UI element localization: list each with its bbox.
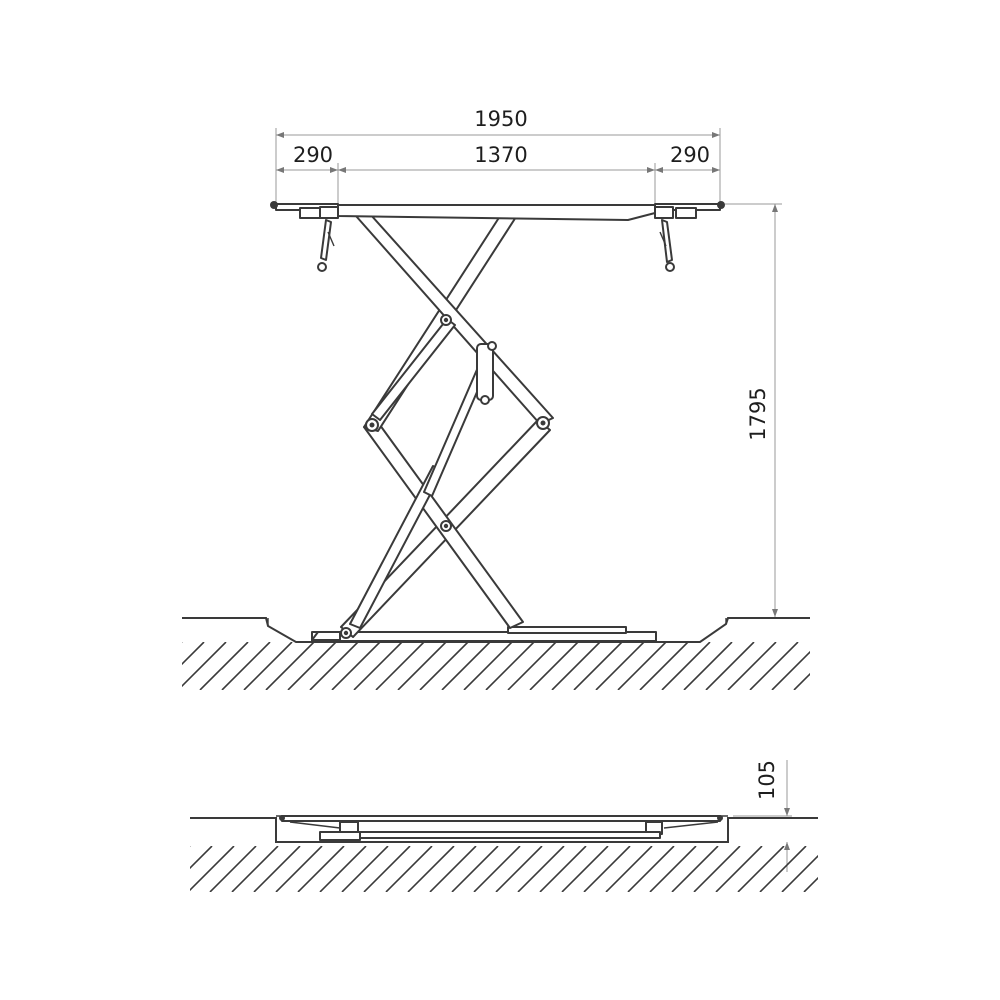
hatch-line [297, 846, 345, 892]
hatch-line [341, 846, 389, 892]
hatch-line [573, 642, 623, 690]
hatch-line [385, 846, 433, 892]
hatch-line [190, 846, 235, 892]
hatch-line [551, 642, 601, 690]
hatch-line [771, 650, 810, 690]
ground-hatch-lowered [190, 846, 818, 892]
hatch-line [617, 642, 667, 690]
platform-lowered [276, 815, 728, 841]
hatch-line [605, 846, 653, 892]
base-frame [311, 626, 657, 642]
platform-raised [276, 204, 720, 221]
pivot-pins [340, 314, 550, 639]
raised-height-label: 1795 [746, 387, 770, 440]
hatch-line [275, 846, 323, 892]
hatch-line [221, 642, 271, 690]
hatch-line [182, 642, 227, 688]
hatch-line [309, 642, 359, 690]
upper-scissor-arms [355, 212, 554, 432]
hatch-line [287, 642, 337, 690]
hatch-line [441, 642, 491, 690]
hatch-line [182, 642, 205, 666]
left-extension-arm [270, 201, 339, 272]
hatch-line [693, 846, 741, 892]
hatch-line [463, 642, 513, 690]
hatch-line [331, 642, 381, 690]
raised-lift [182, 201, 810, 690]
hatch-line [397, 642, 447, 690]
hatch-line [419, 642, 469, 690]
hatch-line [793, 672, 810, 690]
hatch-line [265, 642, 315, 690]
hatch-line [561, 846, 609, 892]
hatch-line [759, 846, 807, 892]
hatch-line [363, 846, 411, 892]
ground-raised [182, 617, 810, 690]
dimension-extensions-and-platform: 290 1370 290 [276, 143, 720, 205]
hatch-line [507, 642, 557, 690]
hatch-line [209, 846, 257, 892]
hatch-line [451, 846, 499, 892]
lowered-lift [190, 815, 818, 892]
hatch-line [473, 846, 521, 892]
hatch-line [485, 642, 535, 690]
platform-width-label: 1370 [474, 143, 527, 167]
hatch-line [407, 846, 455, 892]
dimension-overall-width: 1950 [275, 107, 721, 205]
hatch-line [190, 846, 191, 848]
right-extension-arm [654, 201, 725, 272]
hatch-line [649, 846, 697, 892]
right-extension-label: 290 [670, 143, 710, 167]
hatch-line [781, 854, 818, 892]
ground-lowered [190, 817, 818, 892]
hatch-line [727, 642, 777, 690]
lowered-height-label: 105 [755, 760, 779, 800]
hatch-line [231, 846, 279, 892]
hatch-line [199, 642, 249, 690]
hatch-line [375, 642, 425, 690]
hatch-line [182, 642, 183, 644]
hatch-line [661, 642, 711, 690]
hatch-line [190, 846, 213, 870]
hatch-line [715, 846, 763, 892]
hatch-line [749, 642, 799, 690]
hatch-line [539, 846, 587, 892]
hatch-line [319, 846, 367, 892]
left-extension-label: 290 [293, 143, 333, 167]
hatch-line [529, 642, 579, 690]
hatch-line [595, 642, 645, 690]
hatch-line [353, 642, 403, 690]
overall-width-label: 1950 [474, 107, 527, 131]
hydraulic-cylinder [423, 341, 497, 497]
dimension-lowered-height: 105 [733, 760, 792, 872]
hatch-line [627, 846, 675, 892]
hatch-line [583, 846, 631, 892]
hatch-line [705, 642, 755, 690]
hatch-line [639, 642, 689, 690]
hatch-line [803, 876, 818, 892]
hatch-line [243, 642, 293, 690]
hatch-line [429, 846, 477, 892]
hatch-line [683, 642, 733, 690]
ground-hatch-raised [182, 642, 810, 690]
dimension-raised-height: 1795 [725, 203, 782, 617]
hatch-line [495, 846, 543, 892]
hatch-line [671, 846, 719, 892]
hatch-line [737, 846, 785, 892]
hatch-line [253, 846, 301, 892]
hatch-line [517, 846, 565, 892]
